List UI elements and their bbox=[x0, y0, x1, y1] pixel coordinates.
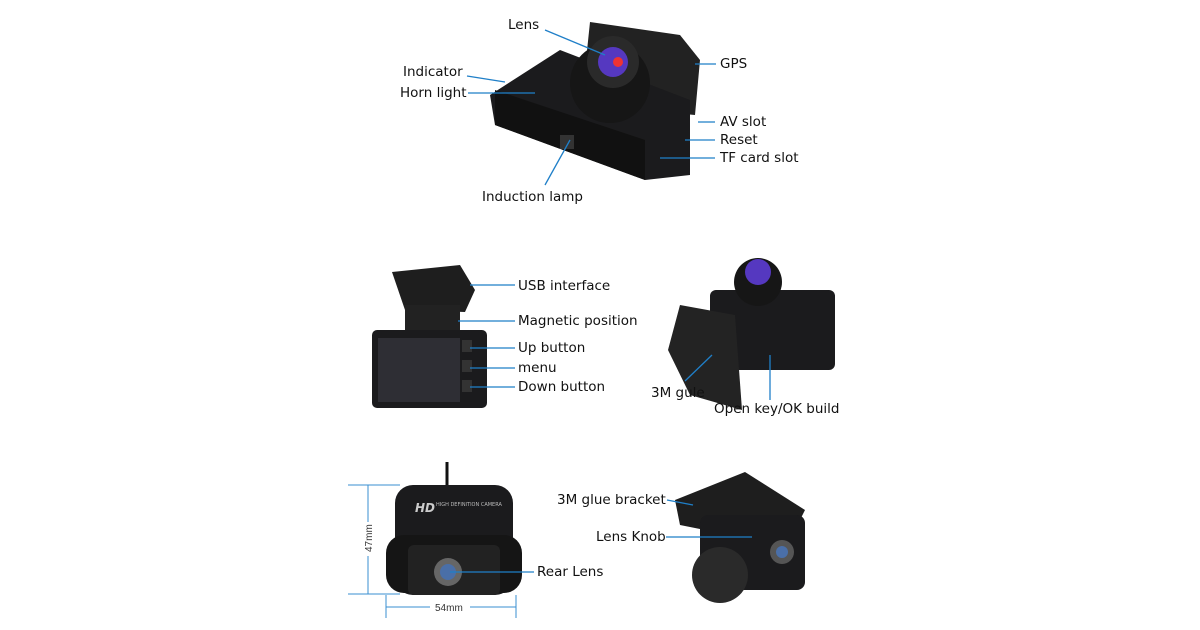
hd-badge: HD bbox=[415, 501, 435, 515]
dashcam-side-image bbox=[668, 258, 835, 410]
height-dimension: 47mm bbox=[364, 524, 375, 552]
label-av-slot: AV slot bbox=[720, 114, 767, 130]
leader-lines bbox=[450, 29, 771, 573]
label-lens-knob: Lens Knob bbox=[596, 529, 666, 545]
label-magnetic-position: Magnetic position bbox=[518, 313, 638, 329]
label-usb-interface: USB interface bbox=[518, 278, 611, 294]
label-open-key: Open key/OK build bbox=[714, 401, 840, 417]
label-tf-card-slot: TF card slot bbox=[720, 150, 799, 166]
hd-badge-text: HIGH DEFINITION CAMERA bbox=[436, 502, 502, 508]
label-gps: GPS bbox=[720, 56, 748, 72]
bracket-camera-image bbox=[675, 472, 805, 603]
dashcam-back-image bbox=[372, 265, 487, 408]
label-lens: Lens bbox=[508, 17, 540, 33]
rear-camera-image: HD HIGH DEFINITION CAMERA 54mm 47mm bbox=[348, 462, 522, 618]
label-induction-lamp: Induction lamp bbox=[482, 189, 583, 205]
label-rear-lens: Rear Lens bbox=[537, 564, 604, 580]
label-menu: menu bbox=[518, 360, 557, 376]
dashcam-front-image bbox=[490, 22, 700, 180]
label-indicator: Indicator bbox=[403, 64, 463, 80]
label-3m-glue-bracket: 3M glue bracket bbox=[557, 492, 666, 508]
label-reset: Reset bbox=[720, 132, 758, 148]
label-down-button: Down button bbox=[518, 379, 606, 395]
label-3m-gule: 3M gule bbox=[651, 385, 705, 401]
label-up-button: Up button bbox=[518, 340, 586, 356]
label-horn-light: Horn light bbox=[400, 85, 467, 101]
width-dimension: 54mm bbox=[435, 603, 463, 614]
